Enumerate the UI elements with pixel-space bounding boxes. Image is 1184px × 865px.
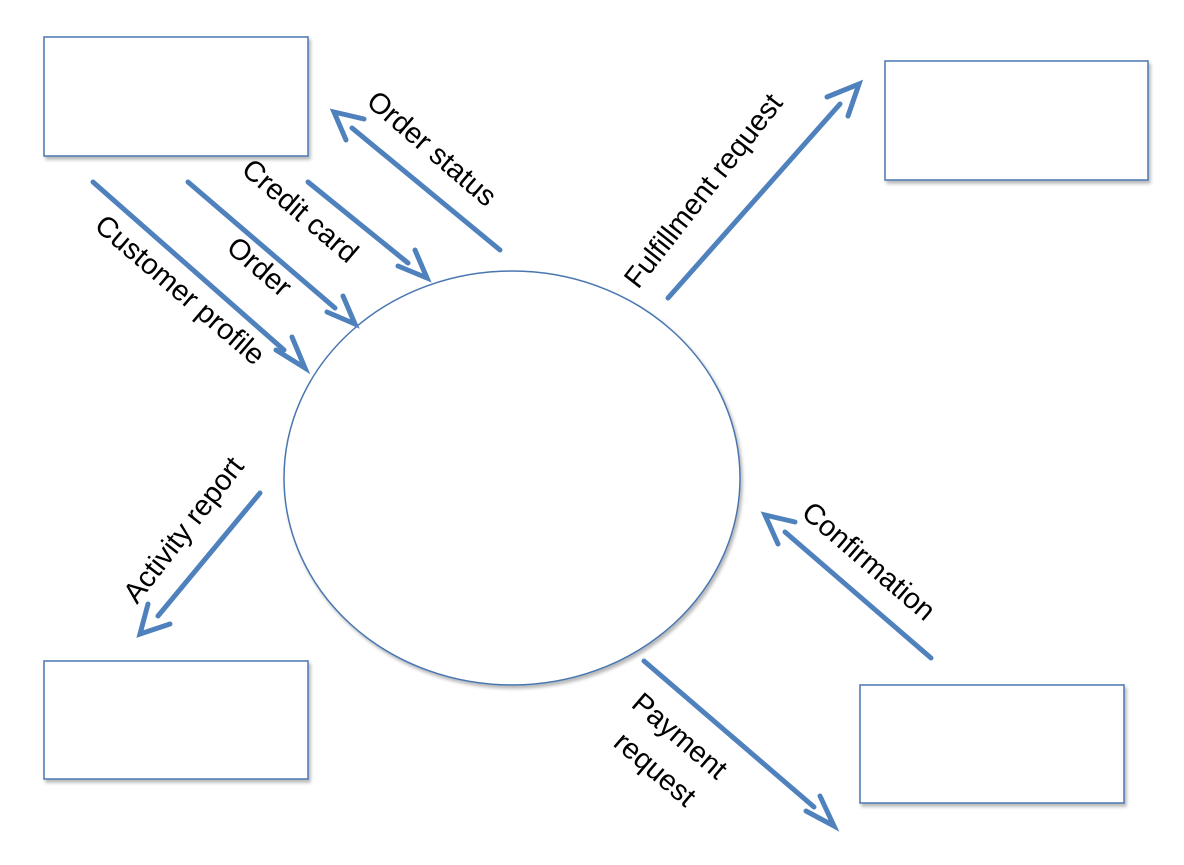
order-arrow [185, 179, 360, 329]
activity-report-arrow [136, 490, 263, 638]
credit-card-arrow [305, 179, 432, 283]
entity-box-bottom-right [859, 684, 1125, 804]
customer-profile-arrow [90, 179, 311, 375]
confirmation-arrow [760, 511, 934, 661]
entity-box-bottom-left [43, 660, 309, 780]
entity-box-top-right [884, 60, 1149, 181]
order-status-arrow [329, 108, 503, 253]
entity-box-top-left [43, 36, 309, 157]
central-process-circle [283, 270, 741, 686]
fulfillment-request-arrow [665, 79, 864, 301]
payment-request-arrow [641, 658, 840, 832]
